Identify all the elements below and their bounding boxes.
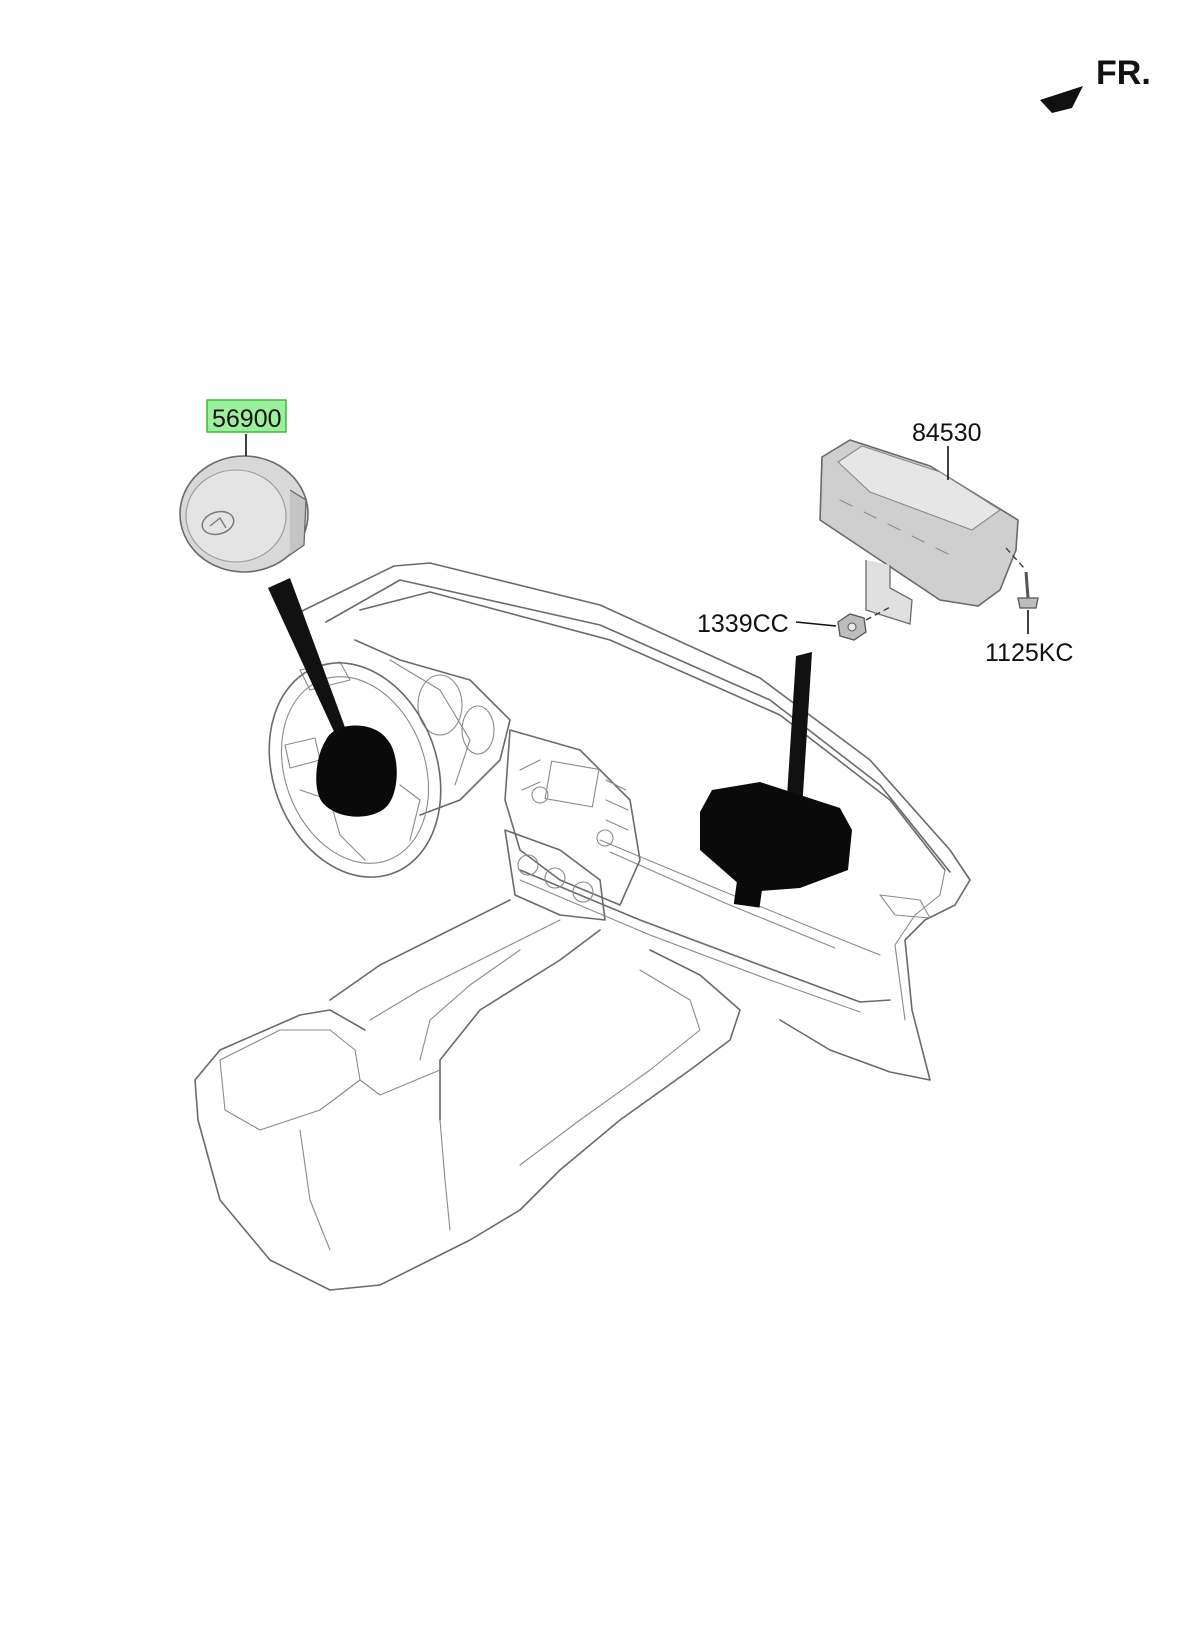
- front-label: FR.: [1096, 54, 1151, 92]
- part-number-56900[interactable]: 56900: [212, 405, 282, 433]
- part-labels: 56900 84530 1339CC 1125KC: [206, 399, 1074, 667]
- bolt-part[interactable]: [1005, 547, 1039, 634]
- passenger-airbag-part[interactable]: [819, 439, 1019, 625]
- driver-airbag-leader: [268, 578, 346, 736]
- passenger-airbag-installed: [700, 782, 852, 892]
- passenger-airbag-bracket: [865, 560, 913, 625]
- part-number-84530[interactable]: 84530: [912, 419, 982, 447]
- driver-airbag-part[interactable]: [179, 434, 309, 573]
- front-direction-arrow-icon: [1040, 86, 1083, 113]
- brand-emblem-icon: [201, 510, 235, 536]
- bolt-icon: [1024, 571, 1030, 599]
- passenger-airbag-leader: [786, 652, 812, 812]
- driver-airbag-installed: [316, 725, 397, 817]
- part-56900-highlight: [206, 399, 287, 433]
- front-direction-indicator: FR.: [1040, 54, 1151, 113]
- dashboard-illustration: [194, 562, 971, 1291]
- nut-part[interactable]: [795, 605, 893, 641]
- part-number-1339CC[interactable]: 1339CC: [697, 610, 789, 638]
- part-number-1125KC[interactable]: 1125KC: [985, 639, 1074, 667]
